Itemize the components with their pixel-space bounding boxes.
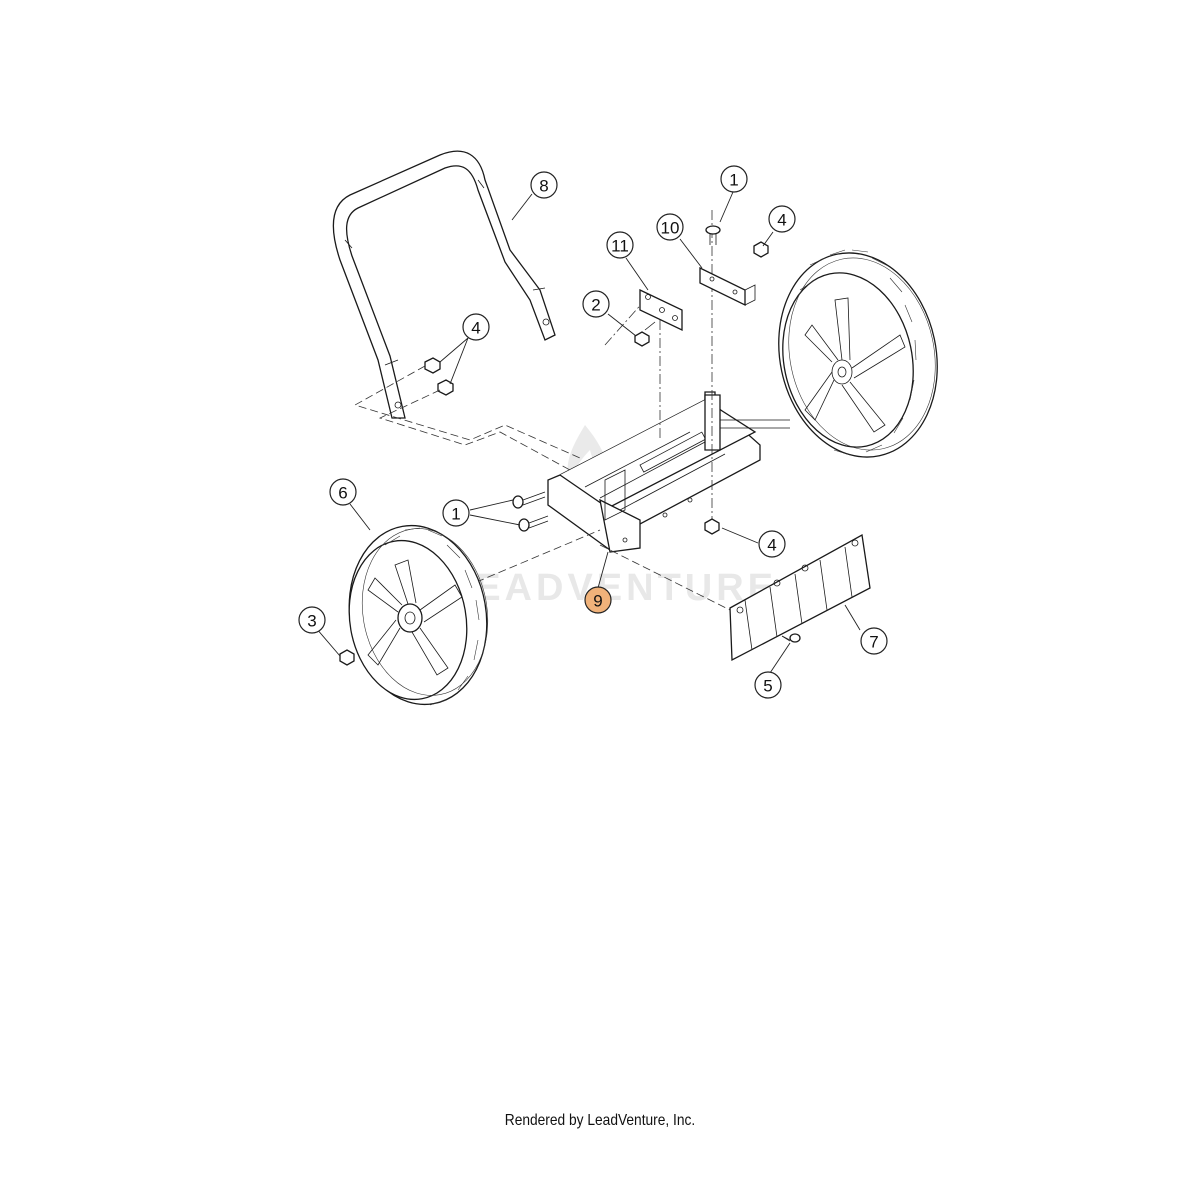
callout-3[interactable]: 3 [298, 606, 326, 634]
callout-label: 10 [661, 219, 680, 238]
handle-part[interactable] [332, 150, 556, 419]
callout-label: 4 [767, 536, 776, 555]
callout-label: 11 [611, 237, 629, 256]
callout-1-lower[interactable]: 1 [442, 499, 470, 527]
callout-label: 3 [307, 612, 316, 631]
callout-label: 9 [593, 592, 602, 611]
callout-2[interactable]: 2 [582, 290, 610, 318]
callout-6[interactable]: 6 [329, 478, 357, 506]
callout-5[interactable]: 5 [754, 671, 782, 699]
footer-credit: Rendered by LeadVenture, Inc. [504, 1112, 696, 1129]
callout-label: 1 [451, 505, 460, 524]
cover-plate-part[interactable] [729, 533, 871, 662]
leader-lines [315, 191, 861, 674]
nut-part[interactable] [753, 241, 769, 258]
bolt-part[interactable] [512, 491, 549, 532]
angle-bracket-part[interactable] [699, 266, 756, 307]
callout-label: 8 [539, 177, 548, 196]
callout-label: 5 [763, 677, 772, 696]
bolt-part[interactable] [705, 225, 721, 245]
callout-label: 4 [777, 211, 786, 230]
callout-7[interactable]: 7 [860, 627, 888, 655]
nut-part[interactable] [704, 518, 720, 535]
callout-9-highlighted[interactable]: 9 [584, 586, 612, 614]
wheel-left-part[interactable] [335, 515, 500, 716]
callout-4-lower[interactable]: 4 [758, 530, 786, 558]
bracket-plate-part[interactable] [639, 288, 683, 332]
callout-1-top[interactable]: 1 [720, 165, 748, 193]
callout-4-top-right[interactable]: 4 [768, 205, 796, 233]
screw-part[interactable] [634, 321, 656, 347]
plate-screw-part[interactable] [781, 633, 801, 643]
axle-screw-part[interactable] [339, 649, 355, 666]
callout-label: 6 [338, 484, 347, 503]
frame-part[interactable] [547, 391, 790, 553]
callout-label: 7 [869, 633, 878, 652]
nut-part[interactable] [424, 357, 454, 396]
watermark-text: LEADVENTURE [448, 567, 777, 609]
wheel-right-part[interactable] [760, 238, 955, 472]
callout-11[interactable]: 11 [606, 231, 634, 259]
callout-4-handle[interactable]: 4 [462, 313, 490, 341]
callout-label: 2 [591, 296, 600, 315]
callout-10[interactable]: 10 [656, 213, 684, 241]
callout-label: 4 [471, 319, 480, 338]
callout-label: 1 [729, 171, 738, 190]
watermark-flame-icon [567, 425, 609, 500]
callout-8[interactable]: 8 [530, 171, 558, 199]
